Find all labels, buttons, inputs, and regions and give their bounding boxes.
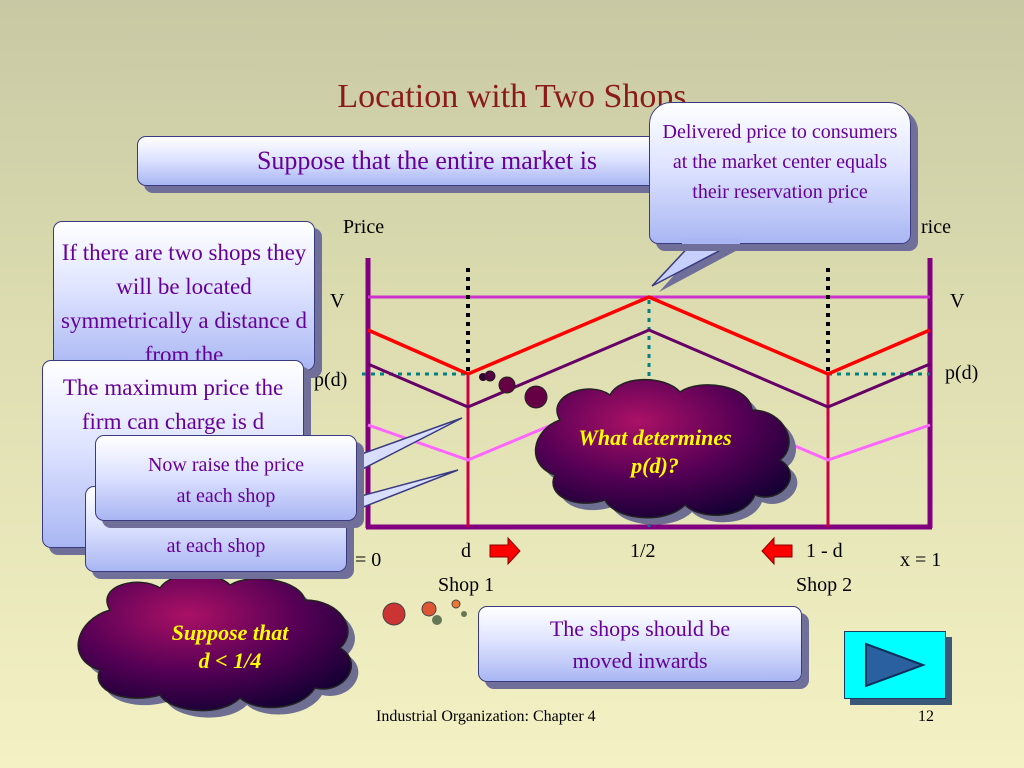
two-shops-box: If there are two shops they will be loca…: [53, 221, 315, 371]
mid-price-curve: [367, 328, 931, 409]
delivered-price-curve: [367, 295, 931, 376]
thought-dot: [432, 615, 442, 625]
thought-dot: [382, 602, 406, 626]
thought-dot: [461, 611, 467, 617]
half-label: 1/2: [630, 540, 656, 562]
next-slide-button[interactable]: [844, 631, 946, 699]
market-box: Suppose that the entire market is: [137, 136, 717, 186]
price-label-left: Price: [343, 216, 385, 238]
two-shops-text: If there are two shops they will be loca…: [61, 240, 307, 367]
page-number: 12: [918, 708, 934, 725]
thought-dot: [498, 376, 516, 394]
raise-price-back-text: at each shop: [166, 535, 266, 557]
one-minus-d-label: 1 - d: [806, 540, 843, 562]
thought-dot: [524, 385, 548, 409]
delivered-price-text: Delivered price to consumers at the mark…: [662, 121, 898, 203]
thought-dot: [484, 370, 496, 382]
pd-label-right: p(d): [945, 362, 979, 384]
cloud-suppose-line2: d < 1/4: [198, 648, 262, 673]
cloud-determines-line2: p(d)?: [631, 453, 679, 478]
cloud-shape: [534, 378, 792, 519]
thought-dot: [451, 599, 461, 609]
footer-chapter: Industrial Organization: Chapter 4: [376, 708, 596, 725]
price-label-right: rice: [921, 216, 951, 238]
cloud-shape: [77, 573, 353, 712]
slide-title: Location with Two Shops: [337, 78, 687, 115]
d-label: d: [461, 540, 471, 562]
thought-dot: [421, 601, 437, 617]
move-inwards-line1: The shops should be: [549, 616, 731, 641]
v-label-left: V: [330, 290, 345, 312]
pd-label-left: p(d): [314, 369, 348, 391]
tail-joint: [682, 238, 740, 244]
raise-price-box: Now raise the price at each shop: [95, 435, 357, 521]
move-inwards-line2: moved inwards: [572, 648, 708, 673]
shop2-label: Shop 2: [796, 574, 853, 596]
max-price-text: The maximum price the firm can charge is…: [62, 375, 284, 434]
cloud-suppose-text: Suppose that d < 1/4: [115, 619, 345, 675]
delivered-price-box: Delivered price to consumers at the mark…: [649, 102, 911, 244]
play-triangle-icon: [865, 642, 926, 688]
cloud-determines-line1: What determines: [578, 425, 732, 450]
x1-label: x = 1: [900, 549, 942, 571]
move-inwards-box: The shops should be moved inwards: [478, 606, 802, 682]
right-arrow-icon: [489, 536, 521, 566]
raise-price-line2: at each shop: [176, 485, 276, 507]
shop1-label: Shop 1: [438, 574, 495, 596]
cloud-determines-text: What determines p(d)?: [545, 424, 765, 480]
raise-price-line1: Now raise the price: [147, 454, 305, 476]
x0-label: = 0: [355, 549, 382, 571]
cloud-suppose-line1: Suppose that: [171, 620, 289, 645]
market-box-text: Suppose that the entire market is: [256, 146, 598, 175]
v-label-right: V: [950, 290, 965, 312]
left-arrow-icon: [761, 536, 793, 566]
